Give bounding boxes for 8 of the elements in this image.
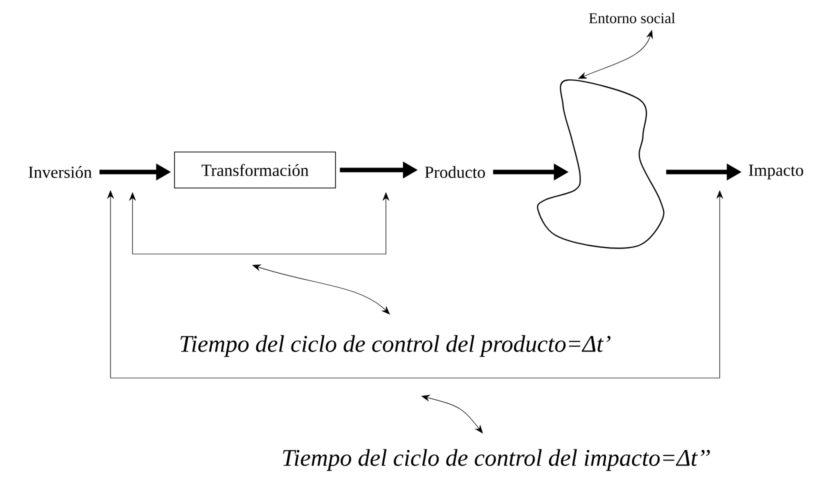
environment-label: Entorno social xyxy=(589,12,676,24)
cycle-time-label: Tiempo del ciclo de control del producto=Δt’ xyxy=(180,335,610,357)
process-box: Transformación xyxy=(174,152,336,188)
output-label: Producto xyxy=(424,166,485,178)
cycle-time-label: Tiempo del ciclo de control del impacto=Δt’’ xyxy=(283,449,710,471)
impact-label: Impacto xyxy=(748,164,804,180)
blob-shape xyxy=(536,79,664,249)
input-label: Inversión xyxy=(28,166,92,178)
